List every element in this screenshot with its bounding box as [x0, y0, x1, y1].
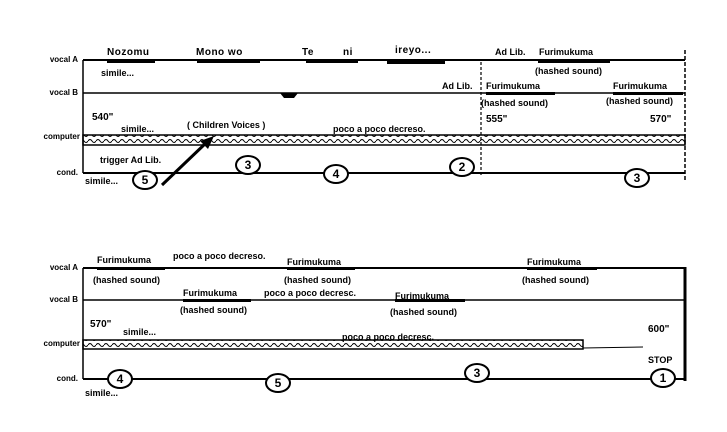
furimukuma-text: Furimukuma	[287, 257, 342, 267]
label-vocal-b: vocal B	[49, 88, 78, 97]
furimukuma-text: Furimukuma	[395, 291, 450, 301]
lyric: ni	[343, 47, 353, 58]
sound-bar	[486, 92, 555, 95]
label-cond: cond.	[56, 168, 78, 177]
lyric: Nozomu	[107, 47, 150, 58]
hashed-sound-text: (hashed sound)	[180, 305, 247, 315]
hashed-sound-text: (hashed sound)	[284, 275, 351, 285]
vocal-b-mark	[280, 93, 298, 98]
simile-text: simile...	[123, 327, 157, 337]
sound-bar	[97, 267, 165, 270]
cue-number: 4	[323, 164, 349, 184]
hashed-sound-text: (hashed sound)	[522, 275, 589, 285]
hashed-sound-text: (hashed sound)	[481, 98, 548, 108]
lyric: Mono wo	[196, 47, 243, 58]
cue-number: 5	[265, 373, 291, 393]
children-voices-text: ( Children Voices )	[187, 120, 266, 130]
simile-text: simile...	[121, 124, 155, 134]
dynamics-text: poco a poco decresc.	[264, 288, 357, 298]
simile-text: simile...	[85, 176, 119, 186]
sound-bar	[613, 92, 683, 95]
sound-bar	[538, 60, 610, 63]
sound-bar	[395, 299, 465, 302]
hashed-sound-text: (hashed sound)	[390, 307, 457, 317]
simile-text: simile...	[101, 68, 135, 78]
lyric: ireyo...	[395, 45, 432, 56]
furimukuma-text: Furimukuma	[97, 255, 152, 265]
lyric-bar	[107, 60, 155, 63]
ad-lib-text: Ad Lib.	[442, 81, 473, 91]
dynamics-text: poco a poco decreso.	[173, 251, 266, 261]
cue-number: 1	[650, 368, 676, 388]
label-computer: computer	[43, 132, 80, 141]
hashed-sound-text: (hashed sound)	[606, 96, 673, 106]
cue-number: 4	[107, 369, 133, 389]
lyric-bar	[387, 61, 445, 64]
label-computer: computer	[43, 339, 80, 348]
cue-number: 2	[449, 157, 475, 177]
stop-text: STOP	[648, 355, 673, 365]
time-marker: 600"	[648, 324, 670, 335]
hashed-sound-text: (hashed sound)	[535, 66, 602, 76]
lyric: Te	[302, 47, 314, 58]
trigger-text: trigger Ad Lib.	[100, 155, 162, 165]
time-marker: 540"	[92, 112, 114, 123]
furimukuma-text: Furimukuma	[613, 81, 668, 91]
label-cond: cond.	[56, 374, 78, 383]
sound-bar	[183, 299, 251, 302]
computer-band	[82, 134, 686, 146]
cue-arrow	[160, 140, 209, 187]
dynamics-text: poco a poco decresc.	[342, 332, 435, 342]
computer-band	[82, 339, 584, 350]
label-vocal-a: vocal A	[49, 55, 78, 64]
label-vocal-b: vocal B	[49, 295, 78, 304]
simile-text: simile...	[85, 388, 119, 398]
label-vocal-a: vocal A	[49, 263, 78, 272]
furimukuma-text: Furimukuma	[486, 81, 541, 91]
furimukuma-text: Furimukuma	[527, 257, 582, 267]
cue-number: 3	[624, 168, 650, 188]
cue-number: 5	[132, 170, 158, 190]
lyric-bar	[306, 60, 358, 63]
time-marker: 570"	[650, 114, 672, 125]
cue-number: 3	[464, 363, 490, 383]
sound-bar	[527, 267, 597, 270]
arrow-head-icon	[200, 136, 214, 149]
furimukuma-text: Furimukuma	[183, 288, 238, 298]
furimukuma-text: Furimukuma	[539, 47, 594, 57]
time-marker: 570"	[90, 319, 112, 330]
cue-number: 3	[235, 155, 261, 175]
computer-fade-line	[582, 346, 644, 349]
time-marker: 555"	[486, 114, 508, 125]
ad-lib-text: Ad Lib.	[495, 47, 526, 57]
dynamics-text: poco a poco decreso.	[333, 124, 426, 134]
hashed-sound-text: (hashed sound)	[93, 275, 160, 285]
lyric-bar	[197, 60, 260, 63]
sound-bar	[287, 267, 355, 270]
